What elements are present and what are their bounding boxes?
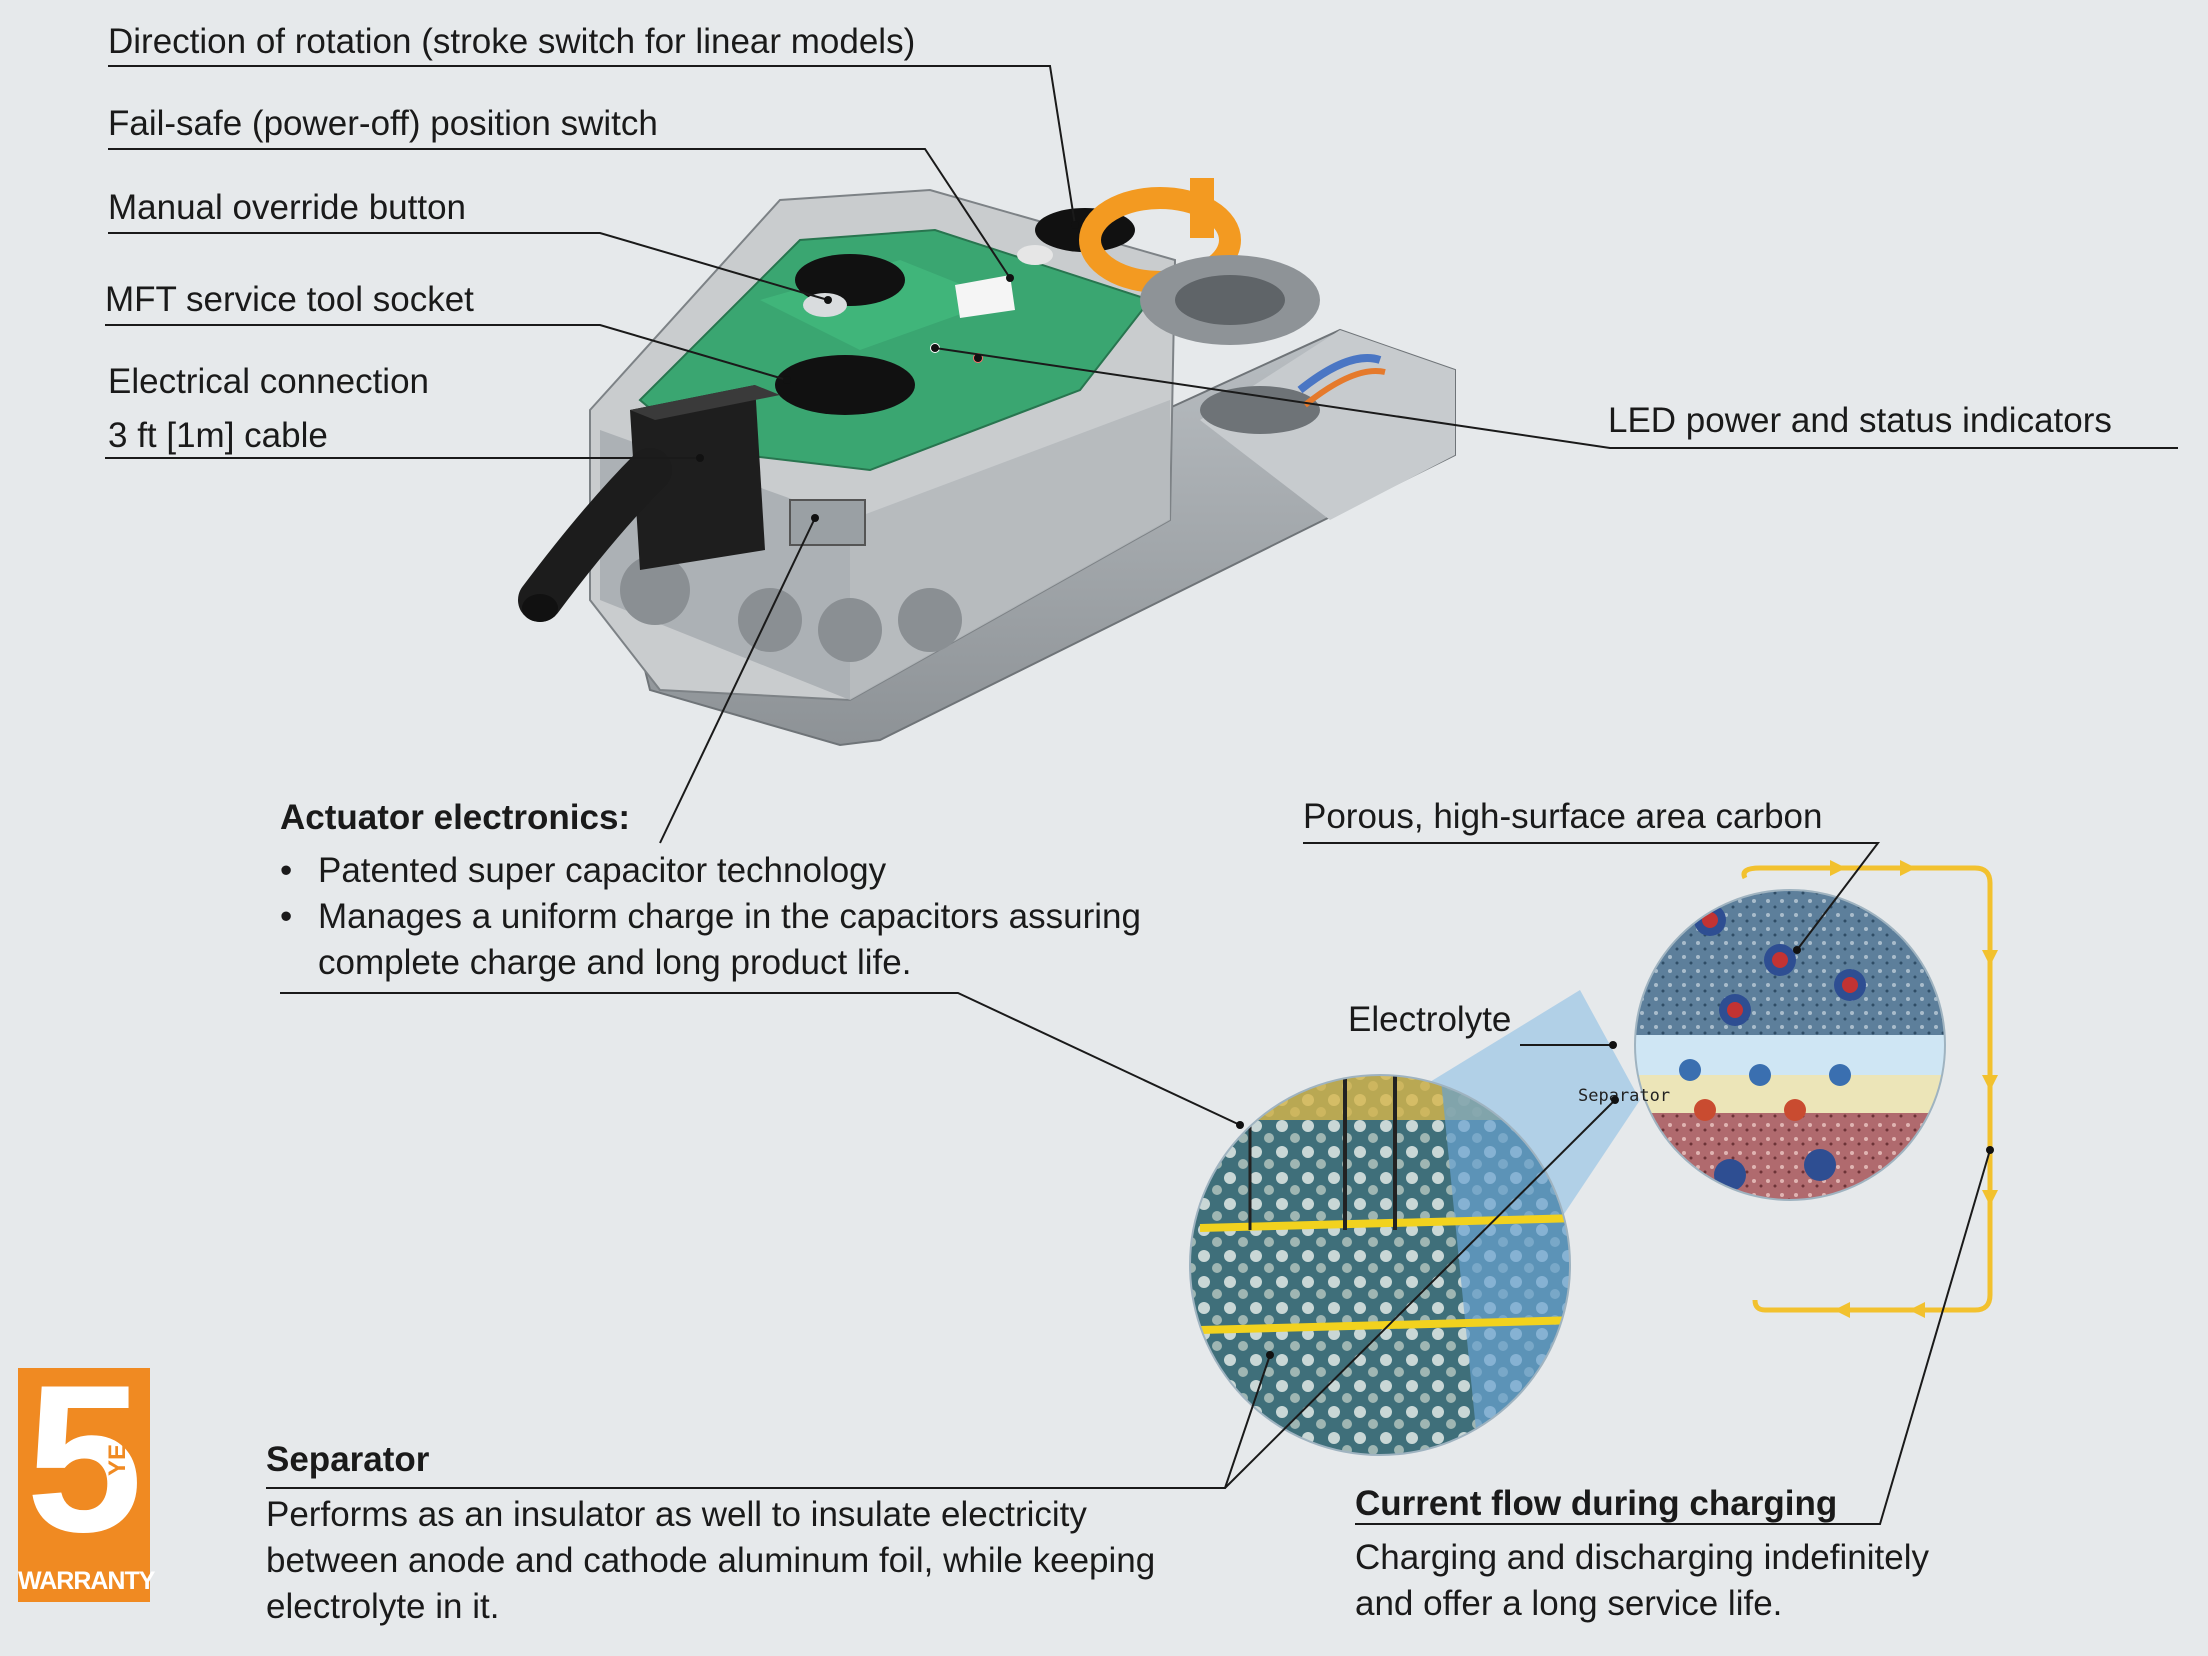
warranty-year: YEAR bbox=[104, 1409, 131, 1476]
callout-direction-of-rotation: Direction of rotation (stroke switch for… bbox=[108, 22, 916, 61]
actuator-illustration bbox=[518, 178, 1456, 747]
warranty-number: 5 bbox=[26, 1341, 143, 1576]
callout-electrical-connection: Electrical connection bbox=[108, 362, 429, 401]
current-flow-description: Charging and discharging indefinitely an… bbox=[1355, 1538, 1929, 1623]
warranty-label: WARRANTY bbox=[18, 1567, 155, 1595]
separator-heading: Separator bbox=[266, 1440, 430, 1479]
leader-dots bbox=[696, 221, 1994, 1359]
callout-cable-length: 3 ft [1m] cable bbox=[108, 416, 328, 455]
list-item: Patented super capacitor technology bbox=[280, 848, 1240, 894]
actuator-electronics-heading: Actuator electronics: bbox=[280, 798, 631, 837]
callout-manual-override: Manual override button bbox=[108, 188, 466, 227]
callout-mft-socket: MFT service tool socket bbox=[105, 280, 474, 319]
actuator-electronics-list: Patented super capacitor technology Mana… bbox=[280, 848, 1240, 986]
separator-tag: Separator bbox=[1578, 1086, 1670, 1106]
warranty-badge: 5 YEAR WARRANTY bbox=[18, 1354, 155, 1602]
separator-description: Performs as an insulator as well to insu… bbox=[266, 1495, 1156, 1626]
callout-led-indicators: LED power and status indicators bbox=[1608, 401, 2112, 440]
list-item: Manages a uniform charge in the capacito… bbox=[280, 894, 1240, 986]
label-electrolyte: Electrolyte bbox=[1348, 1000, 1512, 1039]
leader-lines bbox=[105, 65, 2178, 1525]
supercapacitor-illustration: Separator bbox=[1189, 860, 1998, 1456]
current-flow-heading: Current flow during charging bbox=[1355, 1484, 1838, 1523]
callout-fail-safe-switch: Fail-safe (power-off) position switch bbox=[108, 104, 658, 143]
label-porous-carbon: Porous, high-surface area carbon bbox=[1303, 797, 1823, 836]
